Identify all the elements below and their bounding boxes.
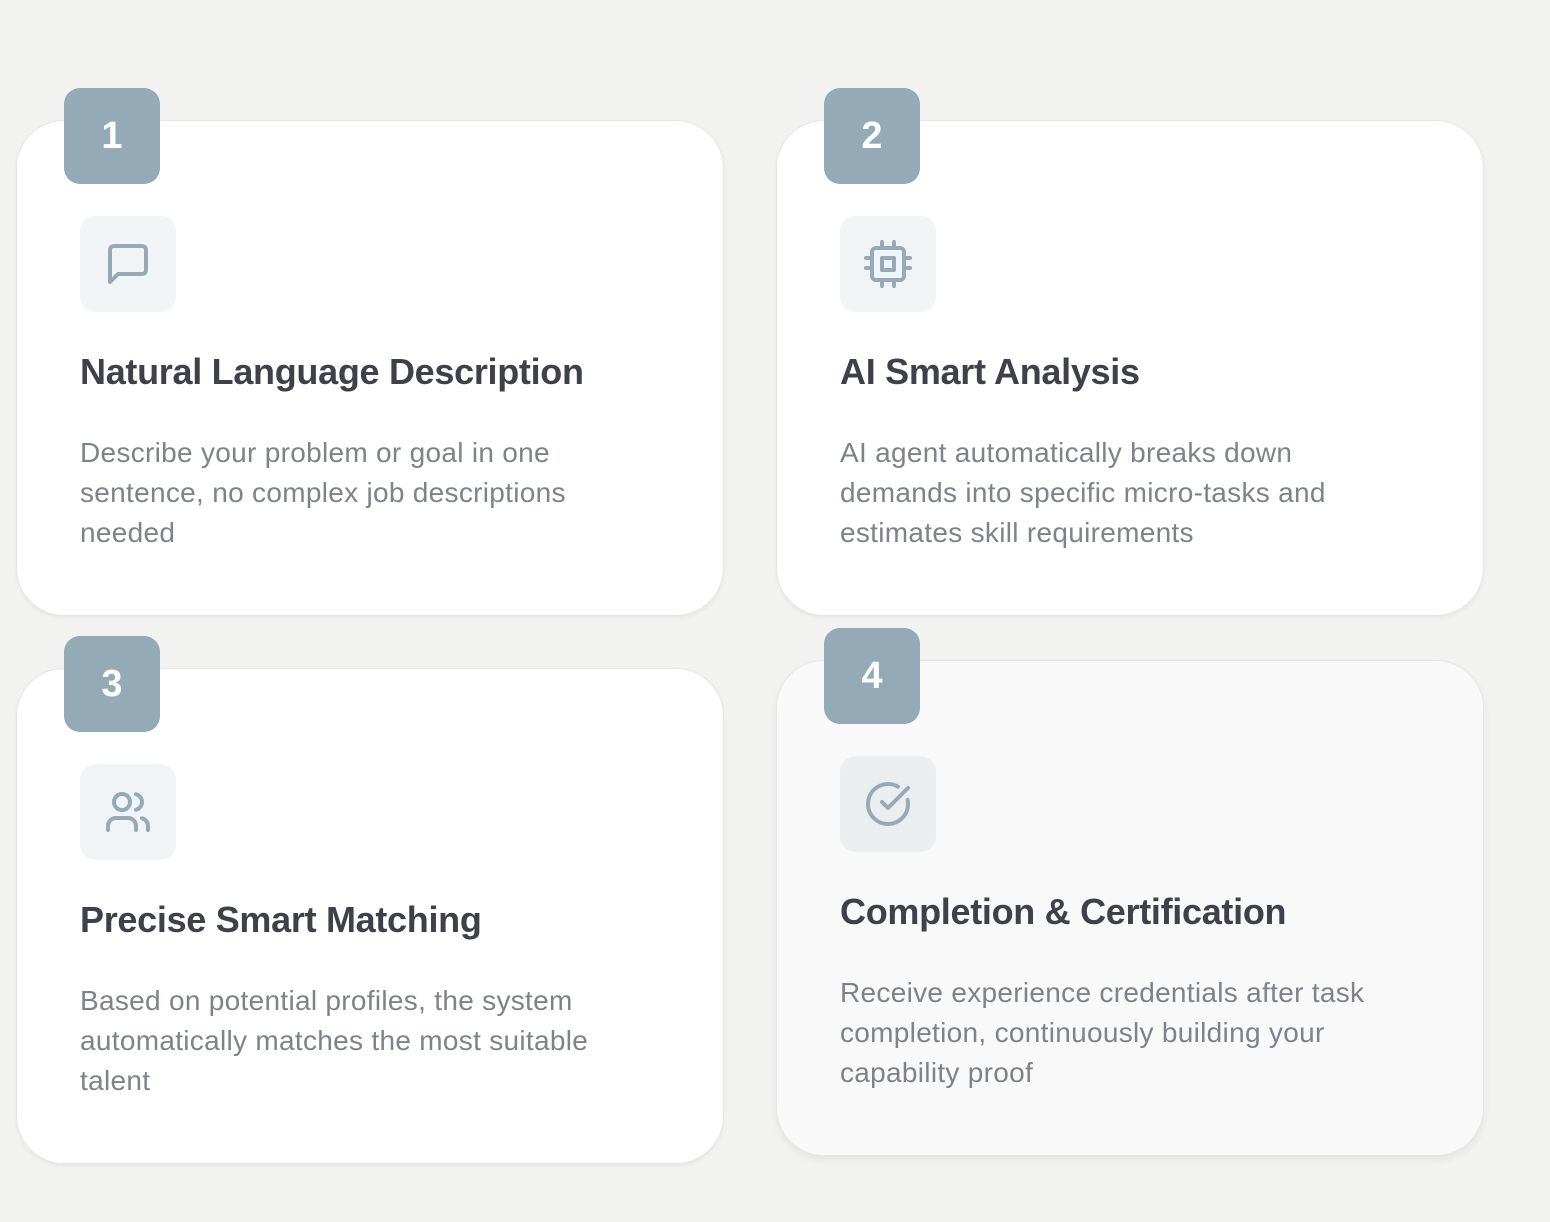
message-square-icon [80, 216, 176, 312]
check-circle-icon [840, 756, 936, 852]
step-description: Describe your problem or goal in one sen… [80, 437, 566, 548]
step-number-badge: 2 [824, 88, 920, 184]
step-description: Based on potential profiles, the system … [80, 985, 589, 1096]
users-icon [80, 764, 176, 860]
step-description: Receive experience credentials after tas… [840, 977, 1365, 1088]
step-title: Completion & Certification [840, 891, 1287, 932]
cpu-chip-icon [840, 216, 936, 312]
step-card-2[interactable]: 2 AI Smart Analysis AI agent automatical… [776, 88, 1484, 616]
step-title: Precise Smart Matching [80, 899, 482, 940]
step-number-badge: 1 [64, 88, 160, 184]
step-description: AI agent automatically breaks down deman… [840, 437, 1326, 548]
step-number-badge: 4 [824, 628, 920, 724]
step-card-1[interactable]: 1 Natural Language Description Describe … [16, 88, 724, 616]
step-number-badge: 3 [64, 636, 160, 732]
step-title: AI Smart Analysis [840, 351, 1140, 392]
step-card-3[interactable]: 3 Precise Smart Matching Based on potent… [16, 636, 724, 1164]
step-card-4[interactable]: 4 Completion & Certification Receive exp… [776, 628, 1484, 1156]
step-title: Natural Language Description [80, 351, 584, 392]
